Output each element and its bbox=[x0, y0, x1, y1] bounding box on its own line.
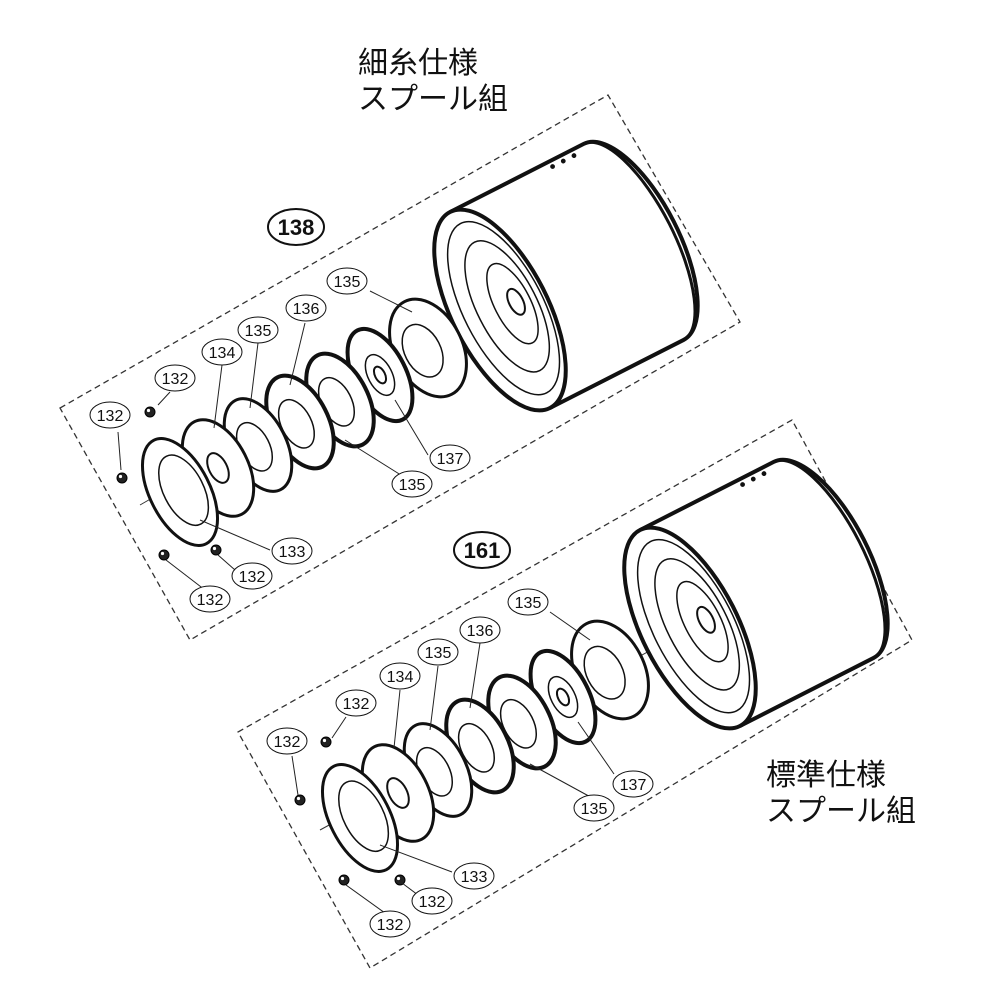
screw-132-left bbox=[294, 794, 306, 806]
callout-134: 134 bbox=[379, 662, 421, 690]
svg-text:132: 132 bbox=[419, 894, 446, 911]
callout-135: 135 bbox=[417, 638, 459, 666]
svg-text:134: 134 bbox=[387, 669, 414, 686]
callout-134: 134 bbox=[201, 338, 243, 366]
svg-text:132: 132 bbox=[162, 371, 189, 388]
callout-132: 132 bbox=[189, 585, 231, 613]
svg-text:135: 135 bbox=[515, 595, 542, 612]
svg-text:133: 133 bbox=[279, 544, 306, 561]
svg-text:132: 132 bbox=[97, 408, 124, 425]
callout-136: 136 bbox=[459, 616, 501, 644]
spool-body bbox=[622, 457, 890, 731]
svg-text:135: 135 bbox=[334, 274, 361, 291]
screw-132-lower-left bbox=[338, 874, 350, 886]
part-callouts: 135 136 135 134 132 132 137 135 133 132 … bbox=[89, 267, 471, 613]
assembly-boundary bbox=[59, 94, 741, 641]
callout-132: 132 bbox=[89, 401, 131, 429]
cap-133 bbox=[140, 437, 220, 547]
callout-132: 132 bbox=[335, 689, 377, 717]
svg-text:135: 135 bbox=[245, 323, 272, 340]
callout-137: 137 bbox=[612, 770, 654, 798]
assembly-number-badge bbox=[267, 208, 325, 246]
svg-text:132: 132 bbox=[239, 569, 266, 586]
top-spool-assembly: 138 135 136 135 134 132 132 137 135 133 … bbox=[59, 94, 741, 641]
svg-text:135: 135 bbox=[399, 477, 426, 494]
callout-137: 137 bbox=[429, 444, 471, 472]
svg-text:137: 137 bbox=[620, 777, 647, 794]
callout-132: 132 bbox=[154, 364, 196, 392]
callout-135: 135 bbox=[237, 316, 279, 344]
callout-135: 135 bbox=[507, 588, 549, 616]
assembly-number-161: 161 bbox=[464, 538, 501, 563]
screw-132-lower-left bbox=[158, 549, 170, 561]
svg-text:137: 137 bbox=[437, 451, 464, 468]
callout-133: 133 bbox=[271, 537, 313, 565]
screw-132-lower-right bbox=[210, 544, 222, 556]
assembly-number-138: 138 bbox=[278, 215, 315, 240]
callout-132: 132 bbox=[411, 887, 453, 915]
fine-line-spool-label: 細糸仕様 スプール組 bbox=[358, 46, 508, 118]
cap-133 bbox=[320, 763, 400, 873]
spool-assembly-text: スプール組 bbox=[358, 82, 508, 117]
callout-132: 132 bbox=[266, 727, 308, 755]
assembly-boundary bbox=[237, 419, 913, 969]
svg-text:132: 132 bbox=[197, 592, 224, 609]
callout-132: 132 bbox=[231, 562, 273, 590]
screw-132-upper bbox=[144, 406, 156, 418]
callout-136: 136 bbox=[285, 294, 327, 322]
svg-text:132: 132 bbox=[343, 696, 370, 713]
callout-132: 132 bbox=[369, 910, 411, 938]
screw-132-upper bbox=[320, 736, 332, 748]
svg-text:132: 132 bbox=[377, 917, 404, 934]
standard-spool-label: 標準仕様 スプール組 bbox=[766, 758, 916, 830]
callout-135: 135 bbox=[573, 794, 615, 822]
svg-text:135: 135 bbox=[581, 801, 608, 818]
svg-text:136: 136 bbox=[467, 623, 494, 640]
svg-text:132: 132 bbox=[274, 734, 301, 751]
fine-line-spec-text: 細糸仕様 bbox=[358, 46, 478, 81]
callout-133: 133 bbox=[453, 862, 495, 890]
spool-assembly-text: スプール組 bbox=[766, 794, 916, 829]
standard-spec-text: 標準仕様 bbox=[766, 758, 886, 793]
svg-text:136: 136 bbox=[293, 301, 320, 318]
bottom-spool-assembly: 161 135 136 135 134 132 132 137 135 133 … bbox=[237, 419, 913, 969]
callout-135: 135 bbox=[391, 470, 433, 498]
screw-132-left bbox=[116, 472, 128, 484]
svg-text:133: 133 bbox=[461, 869, 488, 886]
assembly-number-badge bbox=[453, 531, 511, 569]
part-callouts: 135 136 135 134 132 132 137 135 133 132 … bbox=[266, 588, 654, 938]
callout-135: 135 bbox=[326, 267, 368, 295]
svg-text:135: 135 bbox=[425, 645, 452, 662]
svg-text:134: 134 bbox=[209, 345, 236, 362]
